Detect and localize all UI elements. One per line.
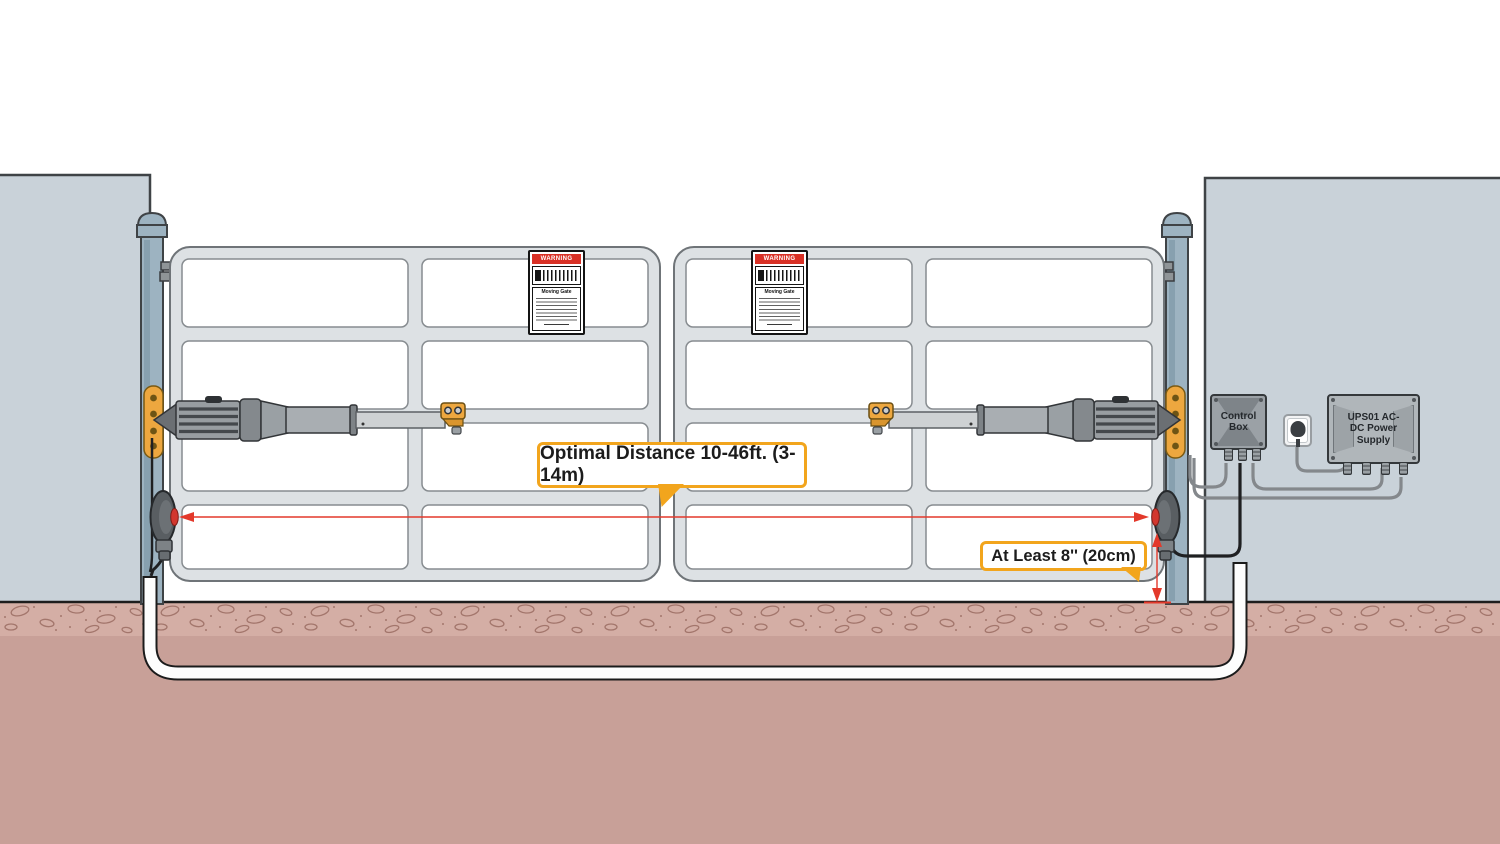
cable-gland [1381,462,1390,475]
warning-label-right-gate: WARNING Moving Gate [751,250,808,335]
right-wall [1203,176,1500,609]
warning-label-header: WARNING [532,254,581,264]
warning-label-last-line [544,323,569,325]
plug-cable-stem [1295,439,1300,447]
power-outlet [1283,414,1312,447]
sensor-height-text: At Least 8'' (20cm) [991,546,1136,565]
control-box: Control Box [1210,394,1267,461]
screw-icon [1412,398,1416,402]
power-supply-box: UPS01 AC-DC Power Supply [1327,394,1420,475]
screw-icon [1331,398,1335,402]
optimal-distance-callout: Optimal Distance 10-46ft. (3-14m) [537,442,807,507]
optimal-distance-text: Optimal Distance 10-46ft. (3-14m) [540,443,796,486]
warning-label-fine-print [536,297,577,322]
warning-label-left-gate: WARNING Moving Gate [528,250,585,335]
warning-label-title: Moving Gate [764,289,795,295]
screw-icon [1214,442,1218,446]
gate-glyph-icon [758,270,764,281]
control-box-label: Control Box [1220,410,1257,434]
cable-gland [1343,462,1352,475]
cable-gland [1238,448,1247,461]
screw-icon [1331,456,1335,460]
control-box-lid-top [1216,398,1261,417]
cable-gland [1362,462,1371,475]
distance-measure-arrow [179,512,1149,522]
gate-bars-icon [543,270,578,281]
cable-gland [1399,462,1408,475]
height-measure-arrow [1144,533,1171,604]
warning-label-header: WARNING [755,254,804,264]
ground [0,600,1500,844]
gate-glyph-icon [535,270,541,281]
power-supply-label: UPS01 AC-DC Power Supply [1347,411,1400,446]
screw-icon [1412,456,1416,460]
control-box-lid-bottom [1216,427,1261,446]
moving-gate-pictogram-icon [532,266,581,285]
warning-label-last-line [767,323,792,325]
cable-gland [1224,448,1233,461]
warning-label-title: Moving Gate [541,289,572,295]
power-plug-icon [1290,421,1305,437]
gate-top-brackets [159,261,1175,282]
underground-conduit [142,562,1248,681]
warning-label-textbox: Moving Gate [755,287,804,331]
sensor-height-callout: At Least 8'' (20cm) [980,541,1147,582]
gate-bars-icon [766,270,801,281]
moving-gate-pictogram-icon [755,266,804,285]
screw-icon [1259,398,1263,402]
screw-icon [1214,398,1218,402]
left-wall [0,173,152,609]
cable-gland [1252,448,1261,461]
screw-icon [1259,442,1263,446]
warning-label-fine-print [759,297,800,322]
warning-label-textbox: Moving Gate [532,287,581,331]
